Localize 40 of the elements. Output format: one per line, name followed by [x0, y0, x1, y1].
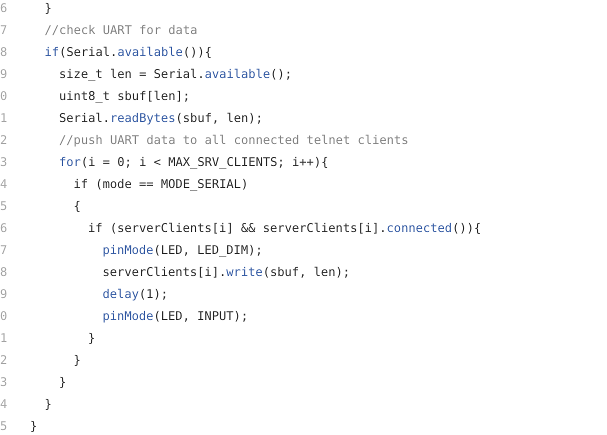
line-number: 6: [0, 221, 8, 235]
line-number: 1: [0, 111, 8, 125]
line-number: 0: [0, 309, 8, 323]
line-number: 2: [0, 133, 8, 147]
line-number: 8: [0, 265, 8, 279]
code-line: uint8_t sbuf[len];: [59, 89, 190, 103]
code-line: }: [59, 375, 66, 389]
line-number: 9: [0, 287, 8, 301]
code-line: }: [30, 419, 38, 433]
code-line: size_t len = Serial.available();: [59, 67, 292, 81]
code-line: //push UART data to all connected telnet clients: [59, 133, 408, 147]
code-line: {: [74, 199, 81, 213]
line-number: 9: [0, 67, 8, 81]
code-line: if (mode == MODE_SERIAL): [74, 177, 248, 191]
code-line: }: [44, 1, 52, 15]
code-line: if (serverClients[i] && serverClients[i].connected()){: [88, 221, 482, 235]
code-line: serverClients[i].write(sbuf, len);: [102, 265, 350, 279]
line-number: 1: [0, 331, 8, 345]
code-line: }: [44, 397, 52, 411]
line-number: 8: [0, 45, 8, 59]
line-number: 7: [0, 243, 8, 257]
line-number: 0: [0, 89, 8, 103]
line-number: 7: [0, 23, 8, 37]
code-line: }: [88, 331, 96, 345]
code-line: }: [74, 353, 81, 367]
line-number: 4: [0, 177, 8, 191]
code-line: delay(1);: [102, 287, 168, 301]
code-line: if(Serial.available()){: [44, 45, 212, 59]
code-line: //check UART for data: [44, 23, 198, 37]
line-number: 6: [0, 1, 8, 15]
line-number: 3: [0, 375, 8, 389]
line-number: 5: [0, 419, 8, 433]
code-line: pinMode(LED, INPUT);: [102, 309, 248, 323]
code-line: Serial.readBytes(sbuf, len);: [59, 111, 263, 125]
code-line: for(i = 0; i < MAX_SRV_CLIENTS; i++){: [59, 155, 328, 169]
line-number: 3: [0, 155, 8, 169]
line-number: 4: [0, 397, 8, 411]
code-line: pinMode(LED, LED_DIM);: [102, 243, 263, 257]
line-number: 2: [0, 353, 8, 367]
line-number: 5: [0, 199, 8, 213]
